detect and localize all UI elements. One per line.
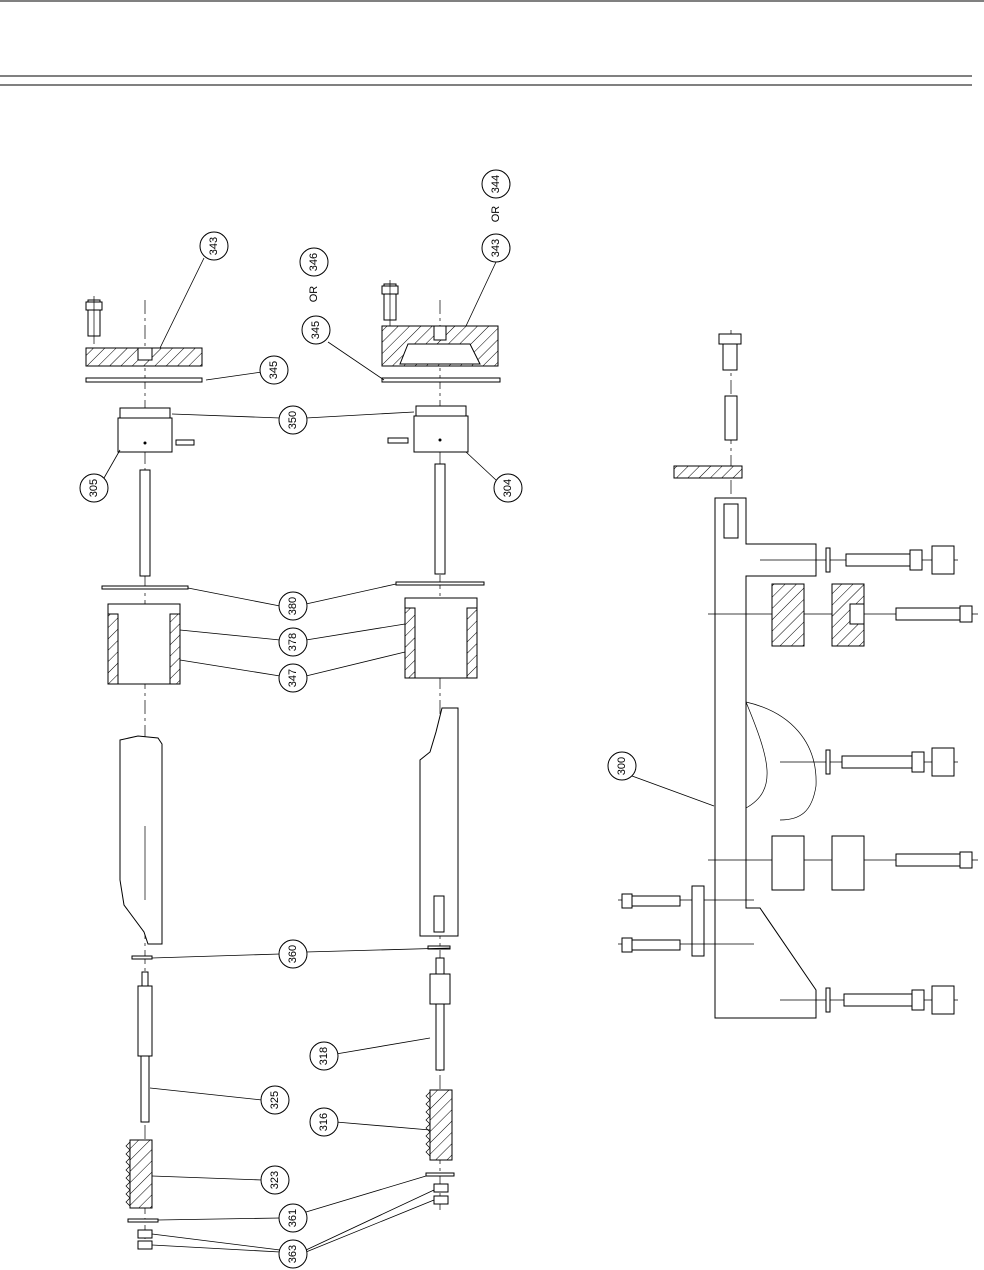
middle-arm: [419, 707, 459, 937]
middle-top-bolt: [381, 280, 399, 326]
callout-380: 380: [278, 591, 308, 621]
middle-assembly: [381, 280, 501, 1210]
middle-shaft: [434, 463, 446, 575]
callout-316: 316: [309, 1107, 339, 1137]
left-bushing-347: [107, 603, 181, 685]
callout-label: 345: [310, 321, 322, 339]
middle-worm-316: [425, 1089, 453, 1161]
callout-363: 363: [278, 1239, 308, 1269]
callout-or-2: OR: [490, 206, 502, 223]
callout-label: 300: [616, 757, 628, 775]
left-worm-323: [125, 1139, 153, 1209]
callout-label: 363: [287, 1245, 299, 1263]
callout-304: 304: [493, 473, 523, 503]
middle-shaft-318: [429, 957, 451, 1071]
callout-label: 316: [318, 1113, 330, 1131]
callout-label: 345: [268, 361, 280, 379]
left-housing-305: [117, 407, 195, 453]
middle-cap-343: [381, 325, 499, 367]
callout-label: 343: [490, 239, 502, 257]
callout-label: 350: [287, 411, 299, 429]
middle-washer-361: [425, 1172, 455, 1177]
callout-343-mid: 343: [481, 233, 511, 263]
left-nut-363b: [137, 1240, 153, 1250]
callout-325: 325: [260, 1085, 290, 1115]
callout-318: 318: [309, 1041, 339, 1071]
frame-300: [714, 497, 817, 1019]
right-bolts: [618, 545, 978, 1015]
middle-shim-380: [395, 581, 485, 586]
left-pin-360: [131, 955, 153, 960]
leader-lines: [103, 257, 715, 1253]
callout-label: 343: [208, 237, 220, 255]
left-nut-363a: [137, 1229, 153, 1239]
left-gasket-345: [85, 377, 203, 383]
callout-350: 350: [278, 405, 308, 435]
left-shaft-325: [137, 971, 153, 1123]
right-plate: [673, 465, 743, 479]
left-assembly: [85, 296, 203, 1250]
middle-bushing-347: [404, 597, 478, 679]
callout-label: 304: [502, 479, 514, 497]
header-rules: [0, 0, 984, 86]
left-shaft: [139, 469, 151, 577]
middle-housing-304: [387, 405, 469, 453]
callout-label: 325: [269, 1091, 281, 1109]
callout-label: 378: [287, 633, 299, 651]
callout-360: 360: [278, 939, 308, 969]
or-label: OR: [490, 206, 502, 223]
callout-361: 361: [278, 1203, 308, 1233]
callout-300: 300: [607, 751, 637, 781]
right-pin: [724, 395, 738, 441]
callout-label: 344: [490, 175, 502, 193]
callout-345-left: 345: [259, 355, 289, 385]
callout-346: 346: [299, 247, 329, 277]
callout-343-left: 343: [199, 231, 229, 261]
callout-or-1: OR: [308, 286, 320, 303]
middle-nut-363b: [433, 1195, 449, 1205]
right-top-bolt: [718, 333, 742, 371]
callout-347: 347: [278, 663, 308, 693]
left-arm: [119, 735, 163, 945]
middle-pin-360: [427, 945, 451, 950]
callout-label: 323: [269, 1171, 281, 1189]
left-shim-380: [101, 585, 189, 590]
middle-nut-363a: [433, 1183, 449, 1193]
callout-label: 361: [287, 1209, 299, 1227]
callout-323: 323: [260, 1165, 290, 1195]
callout-345-mid: 345: [301, 315, 331, 345]
callout-label: 380: [287, 597, 299, 615]
callout-label: 360: [287, 945, 299, 963]
callout-378: 378: [278, 627, 308, 657]
callout-344: 344: [481, 169, 511, 199]
left-top-bolt: [85, 296, 103, 344]
middle-gasket-345: [381, 377, 501, 383]
right-assembly: [618, 330, 978, 1019]
callout-label: 346: [308, 253, 320, 271]
callout-label: 305: [88, 479, 100, 497]
callout-label: 347: [287, 669, 299, 687]
callout-305: 305: [79, 473, 109, 503]
left-washer-361: [127, 1218, 159, 1223]
or-label: OR: [308, 286, 320, 303]
callout-label: 318: [318, 1047, 330, 1065]
